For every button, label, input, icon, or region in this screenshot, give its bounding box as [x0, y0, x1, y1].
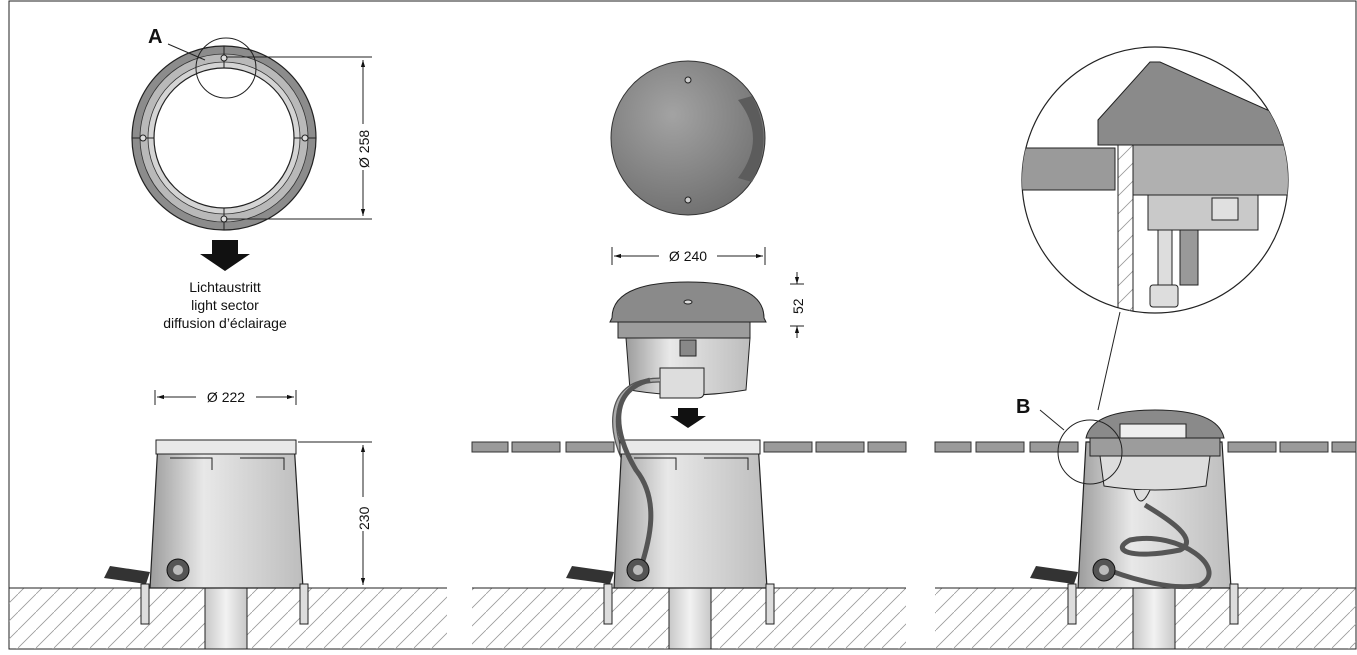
dim-230-text: 230 — [356, 506, 372, 530]
anchor-icon — [1067, 583, 1239, 625]
detail-b-circle — [1057, 419, 1123, 485]
down-arrow-icon — [670, 408, 706, 428]
ring-top-view — [131, 37, 317, 231]
light-sector-en: light sector — [191, 297, 259, 313]
cable-gland-icon — [104, 566, 150, 584]
housing-3 — [1030, 409, 1239, 625]
housing-2 — [566, 377, 775, 625]
light-sector-de: Lichtaustritt — [189, 279, 261, 295]
paving-3 — [934, 441, 1357, 453]
detail-a-circle — [195, 37, 257, 99]
anchor-icon — [140, 583, 309, 625]
anchor-icon — [603, 583, 775, 625]
ground-2 — [472, 587, 906, 650]
dim-52-text: 52 — [790, 298, 806, 314]
ground-1 — [9, 587, 447, 650]
detail-b-zoom — [1021, 46, 1289, 411]
detail-a-label: A — [148, 26, 162, 48]
dim-258-text: Ø 258 — [356, 130, 372, 168]
dim-222-text: Ø 222 — [207, 389, 245, 405]
housing-1 — [104, 439, 309, 625]
cover-top-view — [610, 60, 766, 216]
dim-52 — [790, 272, 804, 338]
light-sector-fr: diffusion d’éclairage — [163, 315, 287, 331]
cable-gland-icon — [1030, 566, 1078, 584]
ground-3 — [935, 587, 1356, 650]
down-arrow-icon — [200, 240, 250, 271]
cable-gland-icon — [566, 566, 614, 584]
dim-240-text: Ø 240 — [669, 248, 707, 264]
detail-b-label: B — [1016, 396, 1030, 418]
paving-2 — [471, 441, 907, 453]
